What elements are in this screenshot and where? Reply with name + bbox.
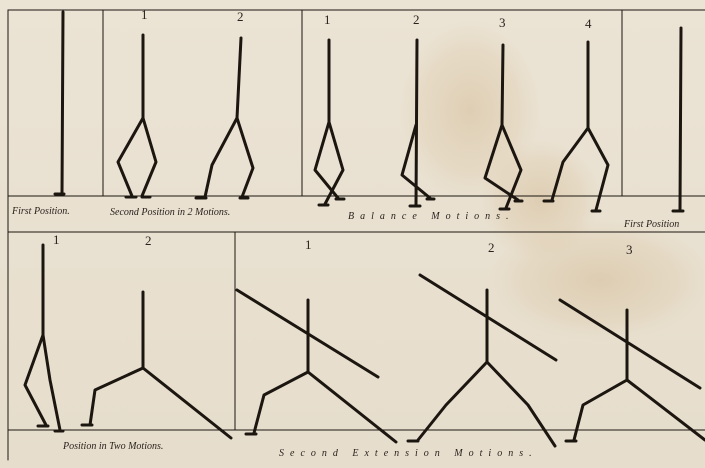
caption-first-position: First Position.: [12, 206, 70, 217]
figure-extension-3: [560, 300, 705, 441]
figure-number: 3: [499, 15, 506, 31]
caption-position-two-motions: Position in Two Motions.: [63, 441, 163, 452]
figure-first-position: [55, 12, 64, 195]
figure-number: 3: [626, 242, 633, 258]
figure-number: 1: [53, 232, 60, 248]
figure-first-position-right: [673, 28, 683, 211]
plate-frame: [8, 10, 705, 460]
caption-second-position: Second Position in 2 Motions.: [110, 207, 230, 218]
figure-number: 2: [237, 9, 244, 25]
figure-number: 4: [585, 16, 592, 32]
figure-number: 2: [145, 233, 152, 249]
caption-second-extension-motions: Second Extension Motions.: [279, 448, 538, 459]
figure-second-position-2: [196, 38, 253, 198]
figure-extension-2: [408, 275, 556, 446]
figure-two-motions-2: [82, 292, 231, 438]
caption-first-position-right: First Position: [624, 219, 679, 230]
figure-second-position-1: [118, 35, 156, 197]
figure-number: 1: [305, 237, 312, 253]
figure-number: 2: [488, 240, 495, 256]
figure-number: 1: [324, 12, 331, 28]
figure-balance-4: [544, 42, 608, 211]
caption-balance-motions: Balance Motions.: [348, 211, 515, 222]
stick-figures: [25, 12, 705, 446]
figure-balance-1: [315, 40, 344, 205]
figure-balance-3: [485, 45, 522, 209]
figure-extension-1: [237, 290, 396, 442]
figure-number: 2: [413, 12, 420, 28]
figure-two-motions-1: [25, 245, 63, 431]
figure-balance-2: [402, 40, 434, 206]
figure-number: 1: [141, 7, 148, 23]
